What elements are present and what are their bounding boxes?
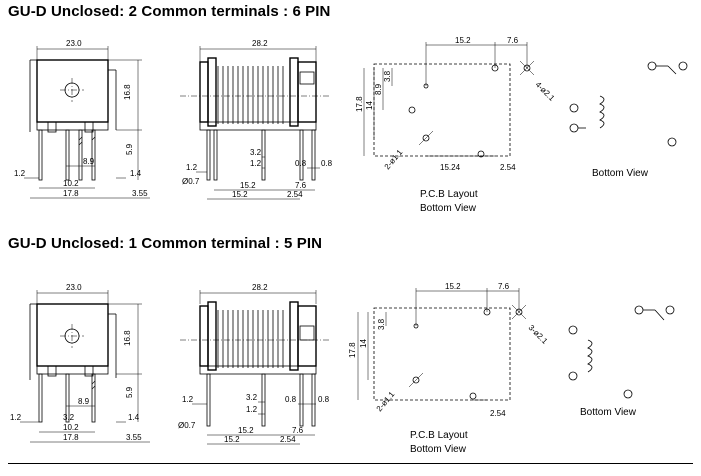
side2-dim-0-8b: 0.8	[318, 395, 330, 404]
side-dim-1-2a: 1.2	[186, 163, 198, 172]
side2-dim-0-8a: 0.8	[285, 395, 297, 404]
pcb-layout-5pin: 15.2 7.6 3.8 14 17.8 3-ø2.1 2-ø1.1 2.54 …	[348, 282, 550, 455]
f2-dim-10-2: 10.2	[63, 423, 79, 432]
dim-1-2: 1.2	[14, 169, 26, 178]
side2-dim-7-6: 7.6	[292, 426, 304, 435]
pcb-dim-2-54: 2.54	[500, 163, 516, 172]
pcb2-caption: P.C.B Layout	[410, 430, 468, 441]
dim-10-2: 10.2	[63, 179, 79, 188]
pcb-dim-15-24: 15.24	[440, 163, 461, 172]
section-title-6pin: GU-D Unclosed: 2 Common terminals : 6 PI…	[8, 3, 331, 20]
pcb-dim-7-6: 7.6	[507, 36, 519, 45]
side2-dim-15-2a: 15.2	[238, 426, 254, 435]
pcb2-dim-3-8: 3.8	[377, 318, 386, 330]
schematic-caption: Bottom View	[592, 168, 649, 179]
side2-dim-1-2b: 1.2	[246, 405, 258, 414]
front2-width-label: 23.0	[66, 283, 82, 292]
front2-height-label: 16.8	[123, 330, 132, 346]
pcb-dim-3-8: 3.8	[383, 70, 392, 82]
dim-1-4: 1.4	[130, 169, 142, 178]
side2-dim-1-2a: 1.2	[182, 395, 194, 404]
dim-8-9: 8.9	[83, 157, 95, 166]
side-dim-0-8b: 0.8	[321, 159, 333, 168]
f2-dim-3-55: 3.55	[126, 433, 142, 442]
schematic-5pin: Bottom View	[568, 305, 675, 418]
pin-length-label: 5.9	[125, 143, 134, 155]
side2-dim-3-2a: 3.2	[246, 393, 258, 402]
pcb2-bottom-view-caption: Bottom View	[410, 444, 467, 455]
front-view-6pin: 23.0 16.8 5.9 1.2 8.9 10.2	[14, 39, 150, 199]
side-dim-7-6: 7.6	[295, 181, 307, 190]
f2-dim-3-2: 3.2	[63, 413, 75, 422]
bottom-rule	[8, 463, 693, 464]
side2-width-label: 28.2	[252, 283, 268, 292]
front-height-label: 16.8	[123, 84, 132, 100]
pcb2-dim-14: 14	[359, 339, 368, 348]
pcb2-dim-2-54: 2.54	[490, 409, 506, 418]
pcb-dim-8-9: 8.9	[374, 83, 383, 95]
pcb-caption: P.C.B Layout	[420, 189, 478, 200]
side2-dim-2-54: 2.54	[280, 435, 296, 444]
side-dim-15-2a: 15.2	[240, 181, 256, 190]
pcb-dim-15-2: 15.2	[455, 36, 471, 45]
side2-dim-15-2b: 15.2	[224, 435, 240, 444]
pcb2-hole-spec-2: 2-ø1.1	[375, 389, 397, 413]
schematic2-caption: Bottom View	[580, 407, 637, 418]
front-width-label: 23.0	[66, 39, 82, 48]
side-dim-3-2: 3.2	[250, 148, 262, 157]
pcb2-dim-15-2: 15.2	[445, 282, 461, 291]
pcb-layout-6pin: 15.2 7.6 3.8 8.9 14 17.8 4-ø2.1 2-ø1.1 1…	[355, 36, 557, 214]
pcb-hole-spec-2: 2-ø1.1	[383, 147, 405, 171]
side2-dim-pin-dia: Ø0.7	[178, 421, 196, 430]
f2-dim-1-2: 1.2	[10, 413, 22, 422]
f2-dim-8-9: 8.9	[78, 397, 90, 406]
schematic-6pin: Bottom View	[569, 61, 688, 179]
pcb-dim-14: 14	[365, 101, 374, 110]
side-width-label: 28.2	[252, 39, 268, 48]
side-dim-1-2b: 1.2	[250, 159, 262, 168]
side-view-5pin: 28.2 1.2 3.2	[178, 283, 330, 445]
section-title-5pin: GU-D Unclosed: 1 Common terminal : 5 PIN	[8, 235, 323, 252]
f2-dim-17-8: 17.8	[63, 433, 79, 442]
dim-17-8: 17.8	[63, 189, 79, 198]
side-view-6pin: 28.2 1.2 Ø0.7	[180, 39, 333, 200]
front-view-5pin: 23.0 16.8 5.9 1.2 3.2 8.9 10.2 17.8 1.4	[10, 283, 150, 443]
pcb2-hole-spec-3: 3-ø2.1	[527, 323, 550, 346]
dim-3-55: 3.55	[132, 189, 148, 198]
pin2-length-label: 5.9	[125, 386, 134, 398]
pcb2-dim-7-6: 7.6	[498, 282, 510, 291]
side-dim-0-8a: 0.8	[295, 159, 307, 168]
pcb2-dim-17-8: 17.8	[348, 342, 357, 358]
pcb-bottom-view-caption: Bottom View	[420, 203, 477, 214]
pcb-dim-17-8: 17.8	[355, 96, 364, 112]
side-dim-15-2b: 15.2	[232, 190, 248, 199]
pcb-hole-spec-4: 4-ø2.1	[534, 80, 557, 103]
side-dim-2-54: 2.54	[287, 190, 303, 199]
f2-dim-1-4: 1.4	[128, 413, 140, 422]
side-dim-pin-dia: Ø0.7	[182, 177, 200, 186]
